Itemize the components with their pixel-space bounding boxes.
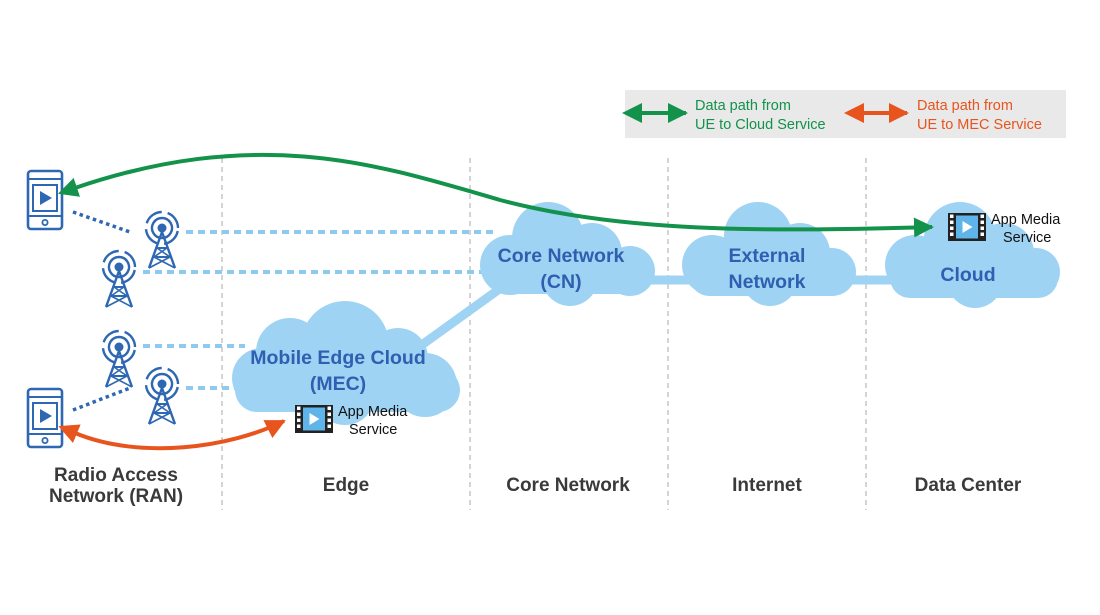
legend-mec-path-line2: UE to MEC Service xyxy=(917,117,1042,133)
cloud-data-path-arrow xyxy=(57,152,934,238)
legend-cloud-path-line1: Data path from xyxy=(695,98,791,114)
legend-mec-path-line1: Data path from xyxy=(917,98,1013,114)
zone-label-internet: Internet xyxy=(732,475,802,496)
cloud-mec-label-line2: (MEC) xyxy=(310,373,366,395)
antenna-tower-icon xyxy=(101,249,137,309)
cloud-external-network xyxy=(682,202,856,306)
mec-service-label-line1: App Media xyxy=(338,404,408,420)
zone-label-datacenter: Data Center xyxy=(915,475,1022,496)
zone-label-ran-line1: Radio Access xyxy=(54,465,178,486)
zone-label-core: Core Network xyxy=(506,475,630,496)
legend-cloud-path-line2: UE to Cloud Service xyxy=(695,117,826,133)
film-play-icon xyxy=(948,213,986,241)
antenna-tower-icon xyxy=(144,366,180,426)
zone-label-edge: Edge xyxy=(323,475,369,496)
smartphone-video-icon xyxy=(26,387,64,449)
mec-data-path-arrow xyxy=(58,419,286,451)
cloud-mec xyxy=(232,301,460,425)
cloud-service-label-line1: App Media xyxy=(991,212,1061,228)
cloud-datacenter-label: Cloud xyxy=(940,264,995,286)
film-play-icon xyxy=(295,405,333,433)
zone-label-ran-line2: Network (RAN) xyxy=(49,486,183,507)
antenna-tower-icon xyxy=(101,329,137,389)
cloud-mec-label-line1: Mobile Edge Cloud xyxy=(250,347,426,369)
mec-service-label-line2: Service xyxy=(349,422,397,438)
antenna-tower-icon xyxy=(144,210,180,270)
cloud-external-label-line2: Network xyxy=(729,271,806,293)
cloud-core-label-line1: Core Network xyxy=(498,245,625,267)
legend: Data path from UE to Cloud Service Data … xyxy=(622,90,1066,138)
cloud-external-label-line1: External xyxy=(729,245,806,267)
cloud-service-label-line2: Service xyxy=(1003,230,1051,246)
cloud-core-label-line2: (CN) xyxy=(540,271,581,293)
device-links xyxy=(72,210,131,412)
smartphone-video-icon xyxy=(26,169,64,231)
